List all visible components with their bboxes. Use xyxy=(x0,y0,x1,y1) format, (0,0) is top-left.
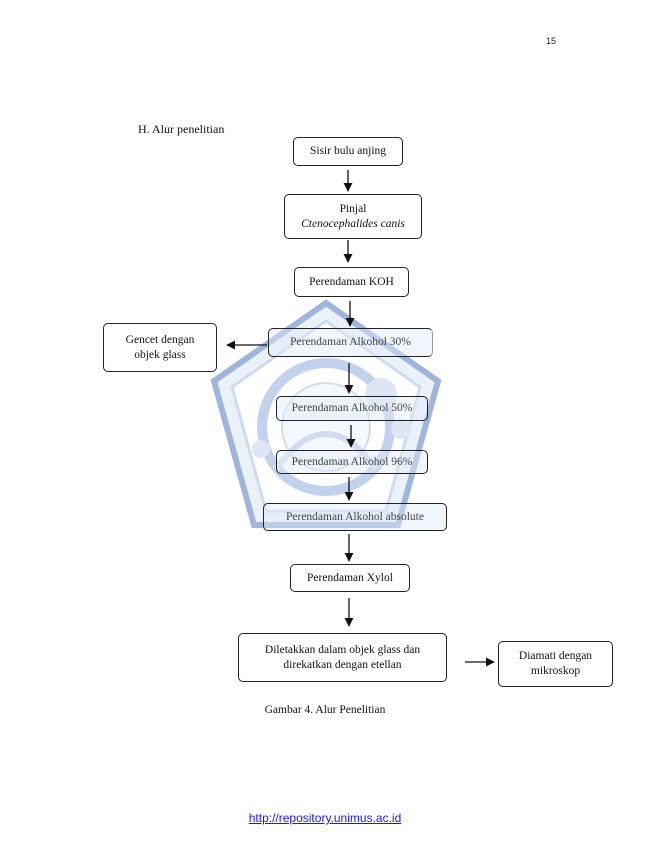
box-label-line1: Diletakkan dalam objek glass dan xyxy=(264,643,421,656)
box-perendaman-koh: Perendaman KOH xyxy=(294,267,409,297)
section-heading: H. Alur penelitian xyxy=(138,122,225,136)
box-label: Perendaman Alkohol 96% xyxy=(291,455,413,468)
box-label-line2: mikroskop xyxy=(530,665,581,677)
box-label: Sisir bulu anjing xyxy=(309,145,387,157)
page-number: 15 xyxy=(546,36,557,46)
box-perendaman-alkohol-30: Perendaman Alkohol 30% xyxy=(268,328,433,357)
box-label-line2: objek glass xyxy=(134,348,186,361)
box-diletakkan-objek-glass: Diletakkan dalam objek glass dan direkat… xyxy=(238,633,447,682)
box-gencet-objek-glass: Gencet dengan objek glass xyxy=(103,323,217,372)
box-perendaman-xylol: Perendaman Xylol xyxy=(290,564,410,592)
figure-caption: Gambar 4. Alur Penelitian xyxy=(264,704,386,716)
box-label: Perendaman Alkohol 50% xyxy=(291,402,413,414)
repository-link[interactable]: http://repository.unimus.ac.id xyxy=(248,811,402,825)
box-label-line1: Gencet dengan xyxy=(125,333,195,346)
box-label: Perendaman Alkohol absolute xyxy=(286,510,424,523)
box-label: Perendaman Xylol xyxy=(307,571,393,584)
box-label-line2: Ctenocephalides canis xyxy=(301,217,405,230)
box-diamati-mikroskop: Diamati dengan mikroskop xyxy=(498,641,613,687)
box-label-line1: Pinjal xyxy=(339,202,367,215)
box-label-line2: direkatkan dengan etellan xyxy=(283,658,402,671)
box-perendaman-alkohol-absolute: Perendaman Alkohol absolute xyxy=(263,503,447,531)
box-label: Perendaman KOH xyxy=(309,275,394,288)
box-perendaman-alkohol-50: Perendaman Alkohol 50% xyxy=(276,396,428,421)
box-perendaman-alkohol-96: Perendaman Alkohol 96% xyxy=(276,450,428,474)
box-pinjal: Pinjal Ctenocephalides canis xyxy=(284,194,422,239)
box-label: Perendaman Alkohol 30% xyxy=(290,336,411,348)
box-label-line1: Diamati dengan xyxy=(518,650,593,662)
university-seal-icon xyxy=(210,299,442,528)
box-sisir-bulu-anjing: Sisir bulu anjing xyxy=(293,137,403,166)
